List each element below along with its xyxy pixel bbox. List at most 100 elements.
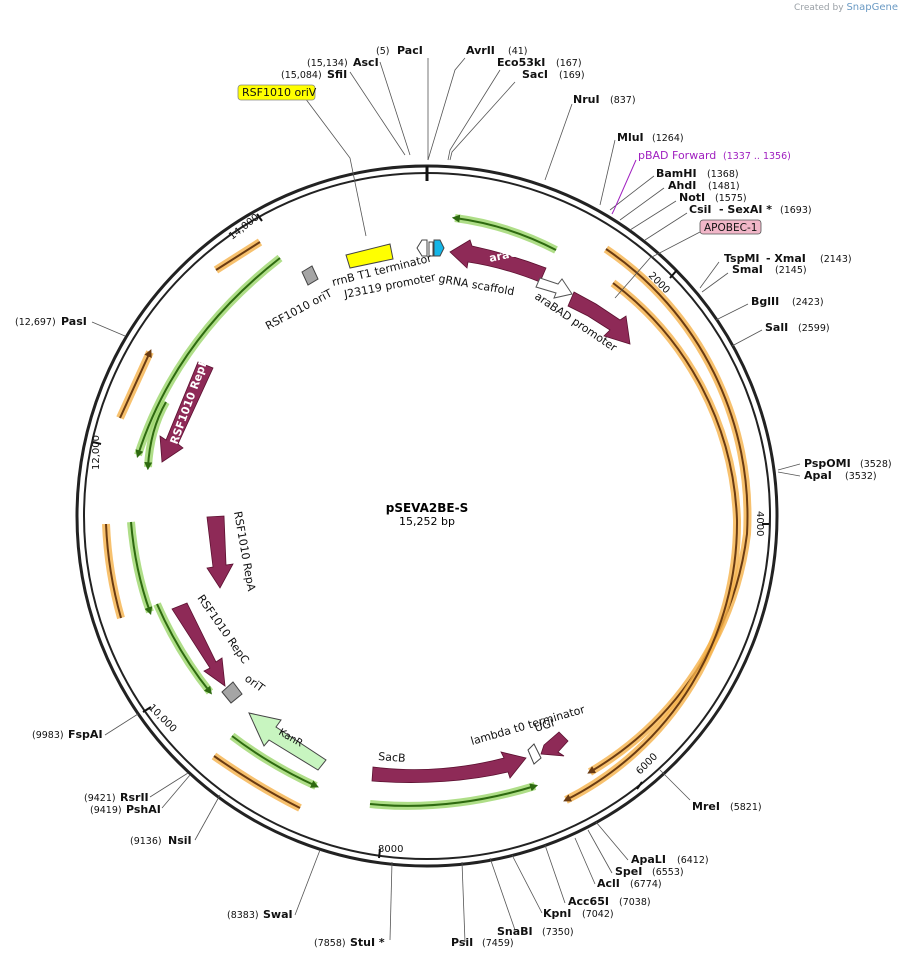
enzyme-name-nrui: NruI [573,93,600,106]
enzyme-name-xmai: - XmaI [766,252,806,265]
oriv-badge-text: RSF1010 oriV [242,86,317,99]
ugi-arrow [540,731,569,757]
small-terminator-glyph [428,241,434,257]
enzyme-pos-nrui: (837) [610,95,636,106]
enzyme-pos-noti: (1575) [715,193,747,204]
enzyme-name-kpni: KpnI [543,907,571,920]
enzyme-name-fspai: FspAI [68,728,103,741]
orange-arcs [102,238,752,812]
enzyme-name-psii: PsiI [451,936,473,949]
feature-label-sacb: SacB [378,750,406,765]
enzyme-name-apai: ApaI [804,469,832,482]
feature-label-ugi: UGI [533,716,556,734]
snapgene-credit: Created by SnapGene [794,2,898,13]
enzyme-name-pasi: PasI [61,315,87,328]
enzyme-name-mlui: MluI [617,131,644,144]
enzyme-pos-pasi: (12,697) [15,317,56,328]
enzyme-pos-stui: (7858) [314,938,346,949]
enzyme-name-rsrii: RsrII [120,791,149,804]
kanr-arrow [248,712,327,771]
enzyme-name-apali: ApaLI [631,853,666,866]
repb-arrow [159,361,214,463]
enzyme-name-tspmi: TspMI [724,252,760,265]
credit-text: Created by [794,3,844,13]
j23119-promoter-arrow [416,239,428,257]
enzyme-pos-sexai: (1693) [780,205,812,216]
enzyme-pos-eco53ki: (167) [556,58,582,69]
primer-range: (1337 .. 1356) [723,151,791,162]
enzyme-name-snabi: SnaBI [497,925,533,938]
arac-arrow [449,239,547,283]
enzyme-name-spei: SpeI [615,865,642,878]
primer-name: pBAD Forward [638,149,716,162]
enzyme-pos-avrii: (41) [508,46,528,57]
enzyme-pos-smai: (2145) [775,265,807,276]
sacb-arrow [371,751,527,783]
arabad-downstream-arrow [567,291,631,345]
cds-shapes [159,239,631,783]
apobec-badge: APOBEC-1 [699,219,762,235]
enzyme-pos-ahdi: (1481) [708,181,740,192]
enzyme-pos-pspomi: (3528) [860,459,892,470]
enzyme-name-acc65i: Acc65I [568,895,609,908]
oriv-badge: RSF1010 oriV [237,84,317,101]
enzyme-pos-spei: (6553) [652,867,684,878]
feature-label-repa: RSF1010 RepA [231,510,258,592]
apobec-leader [614,231,701,299]
enzyme-labels: (5) PacI AvrII (41) Eco53kI (167) SacI (… [15,44,892,949]
plasmid-size: 15,252 bp [399,515,455,528]
enzyme-name-ahdi: AhdI [668,179,696,192]
enzyme-pos-swai: (8383) [227,910,259,921]
enzyme-pos-xmai: (2143) [820,254,852,265]
feature-label-lambda-t0: lambda t0 terminator [469,703,586,748]
enzyme-name-avrii: AvrII [466,44,495,57]
tick-label-8000: 8000 [378,844,403,855]
enzyme-name-sfii: SfiI [327,68,347,81]
enzyme-pos-apali: (6412) [677,855,709,866]
tick-marks [92,213,769,859]
enzyme-pos-mrei: (5821) [730,802,762,813]
enzyme-name-smai: SmaI [732,263,763,276]
enzyme-pos-snabi: (7350) [542,927,574,938]
apobec-badge-text: APOBEC-1 [704,222,757,234]
enzyme-pos-nsii: (9136) [130,836,162,847]
enzyme-pos-saci: (169) [559,70,585,81]
enzyme-name-swai: SwaI [263,908,293,921]
enzyme-pos-bamhi: (1368) [707,169,739,180]
arabad-promoter-arrow [535,277,573,299]
enzyme-pos-sali: (2599) [798,323,830,334]
enzyme-name-noti: NotI [679,191,705,204]
enzyme-name-pspomi: PspOMI [804,457,851,470]
enzyme-pos-bglii: (2423) [792,297,824,308]
enzyme-name-sexai: - SexAI * [719,203,772,216]
green-arcs [127,214,558,810]
oriT-right-box [221,681,243,704]
enzyme-pos-fspai: (9983) [32,730,64,741]
enzyme-name-nsii: NsiI [168,834,192,847]
enzyme-name-stui: StuI * [350,936,385,949]
enzyme-pos-mlui: (1264) [652,133,684,144]
enzyme-pos-psii: (7459) [482,938,514,949]
enzyme-pos-asci: (15,134) [307,58,348,69]
feature-label-grna: gRNA scaffold [437,272,515,298]
enzyme-name-sali: SalI [765,321,788,334]
feature-label-arac: araC [488,246,518,265]
enzyme-name-eco53ki: Eco53kI [497,56,545,69]
repc-arrow [171,602,226,687]
enzyme-pos-sfii: (15,084) [281,70,322,81]
oriT-left-box [301,265,319,286]
tick-label-4000: 4000 [754,511,765,536]
rrnb-terminator-box [345,243,394,269]
enzyme-name-pshai: PshAI [126,803,161,816]
enzyme-pos-rsrii: (9421) [84,793,116,804]
grna-scaffold-arrow [433,239,445,257]
tick-label-12000: 12,000 [91,435,102,470]
enzyme-name-csii: CsiI [689,203,711,216]
enzyme-pos-acc65i: (7038) [619,897,651,908]
enzyme-name-bamhi: BamHI [656,167,697,180]
repa-arrow [206,515,234,589]
feature-label-rsf1010-orit: RSF1010 oriT [263,287,334,333]
enzyme-name-saci: SacI [522,68,548,81]
enzyme-leader-lines [91,57,801,943]
enzyme-pos-paci: (5) [376,46,389,57]
